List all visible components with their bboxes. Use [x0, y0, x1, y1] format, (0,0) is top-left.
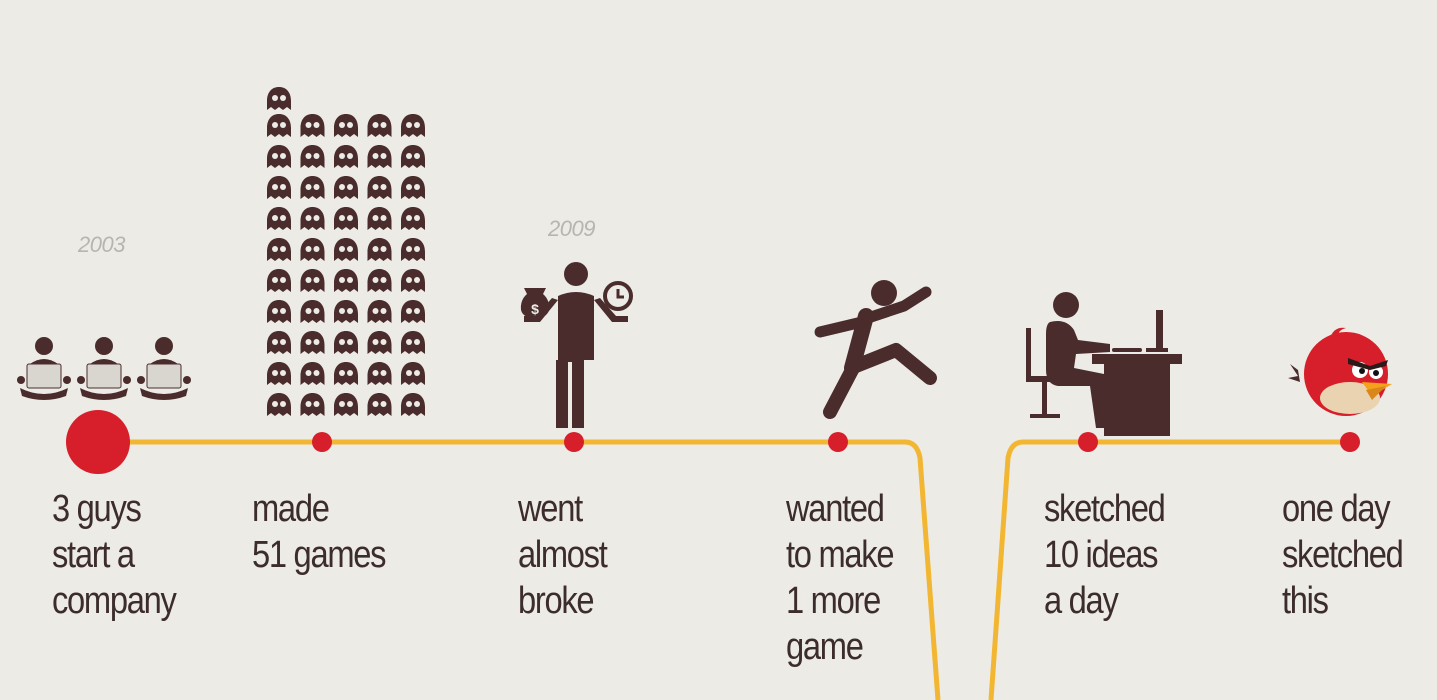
timeline-dot — [1078, 432, 1098, 452]
ghost-icon — [367, 269, 392, 292]
man-money-clock-icon: $ — [520, 262, 633, 428]
year-label-2003: 2003 — [78, 232, 125, 257]
ghost-icon — [334, 176, 358, 199]
timeline-dot — [312, 432, 332, 452]
ghost-icon — [300, 331, 325, 354]
label-line: made — [252, 488, 330, 530]
label-line: 1 more — [786, 580, 881, 622]
label-line: one day — [1282, 488, 1391, 530]
ghost-icon — [267, 331, 291, 354]
ghost-icon — [300, 238, 325, 261]
ghost-icon — [267, 238, 291, 261]
timeline-dot — [1340, 432, 1360, 452]
ghost-icon — [401, 362, 425, 385]
ghost-icon — [367, 114, 392, 137]
timeline-dot — [564, 432, 584, 452]
ghost-icon — [367, 238, 392, 261]
ghost-icon — [300, 300, 325, 323]
ghost-icon — [401, 145, 425, 168]
three-people-laptops-icon — [16, 336, 192, 401]
svg-text:$: $ — [531, 301, 539, 317]
label-line: broke — [518, 580, 595, 622]
ghost-icon — [300, 207, 325, 230]
label-line: company — [52, 580, 177, 622]
milestone-label-almost-broke: went almost broke — [518, 486, 608, 624]
ghost-icon — [300, 176, 325, 199]
label-line: wanted — [786, 488, 885, 530]
label-line: 3 guys — [52, 488, 142, 530]
ghost-icon — [334, 393, 358, 416]
ghost-icon — [267, 393, 291, 416]
ghost-icon — [267, 207, 291, 230]
ghost-icon — [267, 300, 291, 323]
label-line: this — [1282, 580, 1329, 622]
ghost-icon — [267, 87, 291, 110]
ghost-icon — [401, 269, 425, 292]
ghost-icon — [300, 269, 325, 292]
milestone-label-start-company: 3 guys start a company — [52, 486, 177, 624]
timeline-dot — [828, 432, 848, 452]
ghost-icon — [267, 269, 291, 292]
ghost-icon — [300, 114, 325, 137]
ghost-icon — [401, 176, 425, 199]
ghost-icon — [267, 362, 291, 385]
ghost-icon — [367, 207, 392, 230]
timeline-line-continued — [988, 439, 1350, 700]
label-line: sketched — [1282, 534, 1404, 576]
timeline-start-dot — [66, 410, 130, 474]
ghost-icon — [367, 176, 392, 199]
milestone-label-sketched-ideas: sketched 10 ideas a day — [1044, 486, 1166, 624]
ghost-icon — [401, 114, 425, 137]
label-line: went — [518, 488, 583, 530]
ghost-icon — [401, 238, 425, 261]
label-line: 10 ideas — [1044, 534, 1159, 576]
ghost-icon — [267, 114, 291, 137]
ghost-icon — [367, 362, 392, 385]
label-line: game — [786, 626, 864, 668]
ghost-icon — [267, 176, 291, 199]
ghost-icon — [267, 145, 291, 168]
ghost-icon — [334, 362, 358, 385]
ghost-icon — [334, 114, 358, 137]
ghost-icon — [367, 300, 392, 323]
ghost-icon — [334, 207, 358, 230]
milestone-label-sketched-this: one day sketched this — [1282, 486, 1404, 624]
ghost-icon — [367, 331, 392, 354]
ghost-icon — [401, 331, 425, 354]
ghost-icon — [367, 393, 392, 416]
ghost-icon — [334, 238, 358, 261]
milestone-label-one-more-game: wanted to make 1 more game — [786, 486, 895, 670]
ghost-icon — [300, 362, 325, 385]
red-bird-icon — [1288, 327, 1392, 416]
ghost-icon — [401, 300, 425, 323]
label-line: to make — [786, 534, 895, 576]
man-at-desk-icon — [1026, 292, 1182, 436]
ghost-icon — [367, 145, 392, 168]
label-line: start a — [52, 534, 135, 576]
milestone-label-made-games: made 51 games — [252, 486, 386, 578]
ghost-icon — [401, 393, 425, 416]
ghost-icon — [334, 331, 358, 354]
ghost-icon — [401, 207, 425, 230]
label-line: 51 games — [252, 534, 386, 576]
label-line: a day — [1044, 580, 1119, 622]
running-man-icon — [814, 280, 937, 419]
ghost-icon — [300, 393, 325, 416]
label-line: almost — [518, 534, 608, 576]
ghost-icon — [334, 300, 358, 323]
year-label-2009: 2009 — [548, 216, 595, 241]
label-line: sketched — [1044, 488, 1166, 530]
ghost-stack-icon — [267, 87, 425, 416]
ghost-icon — [334, 145, 358, 168]
ghost-icon — [300, 145, 325, 168]
timeline-line — [98, 439, 941, 700]
ghost-icon — [334, 269, 358, 292]
